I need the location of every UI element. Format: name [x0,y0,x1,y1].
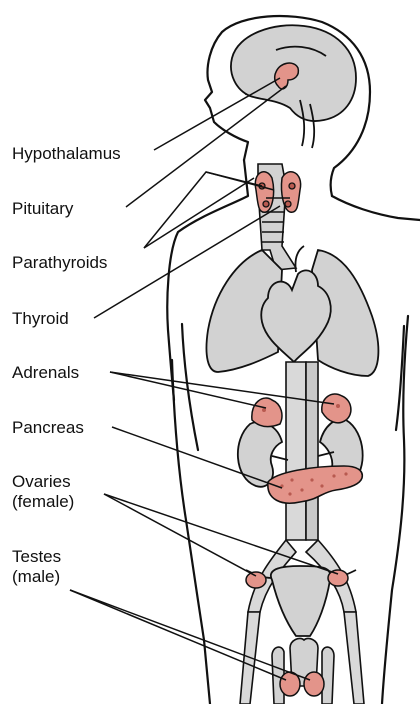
brain [231,25,356,148]
label-thyroid: Thyroid [12,309,69,328]
label-ovaries-note: (female) [12,492,74,511]
label-adrenals: Adrenals [12,363,79,382]
leader-testes-2 [70,590,310,680]
label-testes-note: (male) [12,567,60,586]
male-genitals [272,638,334,704]
label-hypothalamus: Hypothalamus [12,144,121,163]
leader-ovaries-1 [104,494,256,576]
label-testes: Testes [12,547,61,566]
leader-parathyroids-1 [144,178,254,248]
pancreas-gland [268,466,362,503]
leader-adrenals-1 [110,372,266,408]
label-pituitary: Pituitary [12,199,73,218]
leader-hypothalamus [154,78,280,150]
label-pancreas: Pancreas [12,418,84,437]
label-ovaries: Ovaries [12,472,71,491]
label-parathyroids: Parathyroids [12,253,107,272]
